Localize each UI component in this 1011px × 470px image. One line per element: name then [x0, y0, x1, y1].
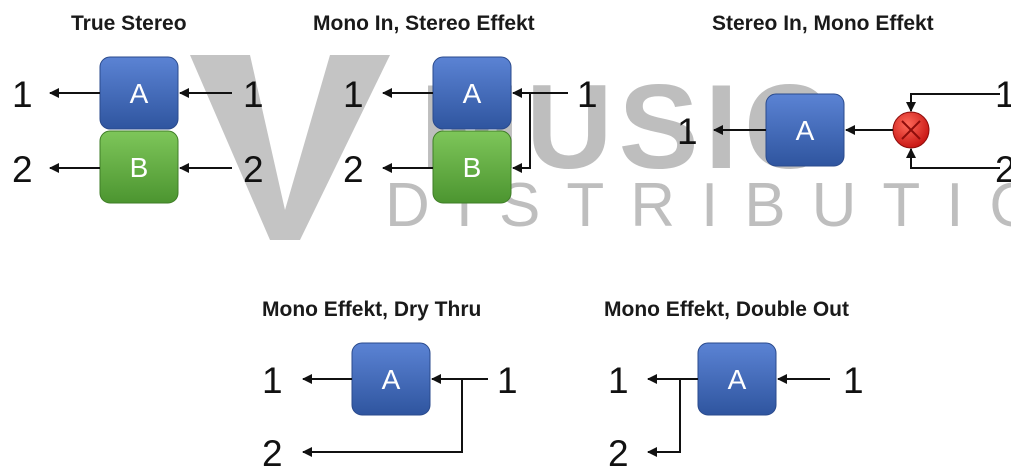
input-port-label: 2 [243, 149, 264, 190]
output-port-label: 2 [12, 149, 33, 190]
wire-dry-thru [302, 379, 463, 457]
block-label: A [463, 78, 482, 109]
diagram-title: Mono Effekt, Dry Thru [262, 298, 481, 321]
block-label: A [796, 115, 815, 146]
mixer-cross-line [901, 120, 921, 140]
input-port-label: 2 [995, 149, 1011, 190]
diagram-stereo-in-mono-effect: Stereo In, Mono Effekt A 1 2 1 [677, 12, 1011, 190]
block-label: A [728, 364, 747, 395]
diagram-true-stereo: True Stereo A B 1 2 1 2 [12, 12, 264, 204]
block-label: A [130, 78, 149, 109]
block-label: B [463, 152, 482, 183]
diagram-mono-effect-dry-thru: Mono Effekt, Dry Thru A 1 1 2 [262, 298, 518, 470]
output-port-label: 1 [12, 74, 33, 115]
diagram-title: Mono Effekt, Double Out [604, 298, 849, 321]
input-port-label: 1 [497, 360, 518, 401]
block-label: A [382, 364, 401, 395]
wire-split [512, 93, 531, 173]
output-port-label: 1 [343, 74, 364, 115]
input-port-label: 1 [577, 74, 598, 115]
input-port-label: 1 [843, 360, 864, 401]
wire-merge [906, 148, 1000, 169]
block-label: B [130, 152, 149, 183]
output-port-label: 1 [677, 111, 698, 152]
wire-merge [906, 93, 1000, 112]
input-port-label: 1 [243, 74, 264, 115]
output-port-label: 1 [608, 360, 629, 401]
diagram-title: True Stereo [71, 12, 187, 35]
diagram-title: Stereo In, Mono Effekt [712, 12, 934, 35]
output-port-label: 2 [608, 433, 629, 470]
watermark-w-logo [190, 55, 390, 240]
output-port-label: 1 [262, 360, 283, 401]
output-port-label: 2 [343, 149, 364, 190]
diagram-title: Mono In, Stereo Effekt [313, 12, 535, 35]
watermark: MUSIC DISTRIBUTION [190, 55, 1011, 240]
diagram-mono-in-stereo-effect: Mono In, Stereo Effekt A B 1 1 2 [313, 12, 598, 204]
diagram-mono-effect-double-out: Mono Effekt, Double Out A 1 1 2 [604, 298, 864, 470]
input-port-label: 1 [995, 74, 1011, 115]
wire-double-out [647, 379, 681, 457]
output-port-label: 2 [262, 433, 283, 470]
